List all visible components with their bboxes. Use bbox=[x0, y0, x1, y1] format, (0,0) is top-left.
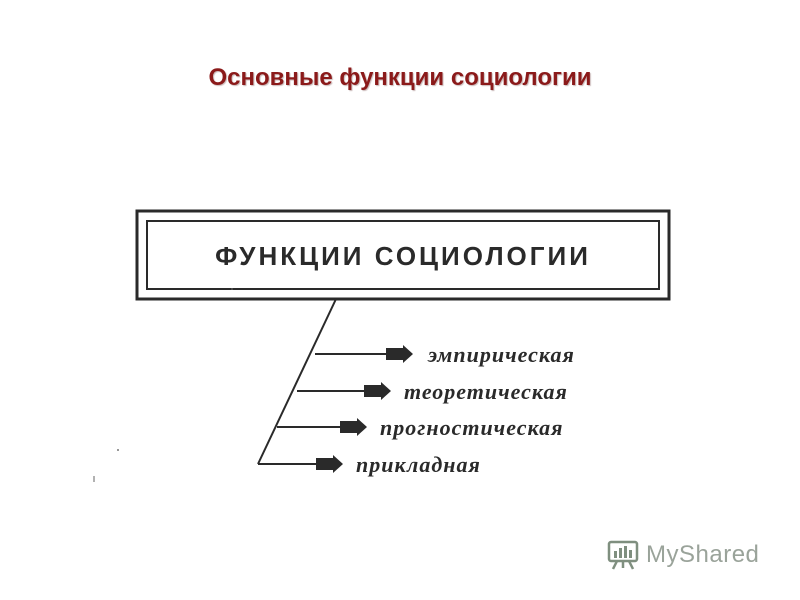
presentation-board-icon bbox=[607, 540, 639, 570]
branch-4: прикладная bbox=[258, 452, 481, 477]
branch-2-label: теоретическая bbox=[404, 379, 568, 404]
branch-1: эмпирическая bbox=[315, 342, 575, 367]
trunk-line bbox=[257, 298, 337, 465]
branch-3-arrow-icon bbox=[340, 418, 367, 436]
watermark: MyShared bbox=[606, 538, 759, 572]
title-box: ФУНКЦИИ СОЦИОЛОГИИ bbox=[135, 209, 671, 301]
branch-1-label: эмпирическая bbox=[427, 342, 575, 367]
branch-3: прогностическая bbox=[277, 415, 563, 440]
title-box-outer-border bbox=[135, 209, 671, 301]
branch-2: теоретическая bbox=[297, 379, 568, 404]
watermark-text: MyShared bbox=[646, 541, 760, 568]
branch-1-arrow-icon bbox=[386, 345, 413, 363]
slide-title: Основные функции социологии bbox=[208, 64, 592, 91]
branch-2-arrow-icon bbox=[364, 382, 391, 400]
branch-3-label: прогностическая bbox=[380, 415, 563, 440]
scan-speck bbox=[117, 449, 119, 451]
title-box-text: ФУНКЦИИ СОЦИОЛОГИИ bbox=[215, 241, 591, 271]
title-box-inner-border bbox=[146, 220, 660, 290]
branch-4-arrow-icon bbox=[316, 455, 343, 473]
scan-speck bbox=[231, 288, 233, 290]
branch-4-label: прикладная bbox=[356, 452, 481, 477]
